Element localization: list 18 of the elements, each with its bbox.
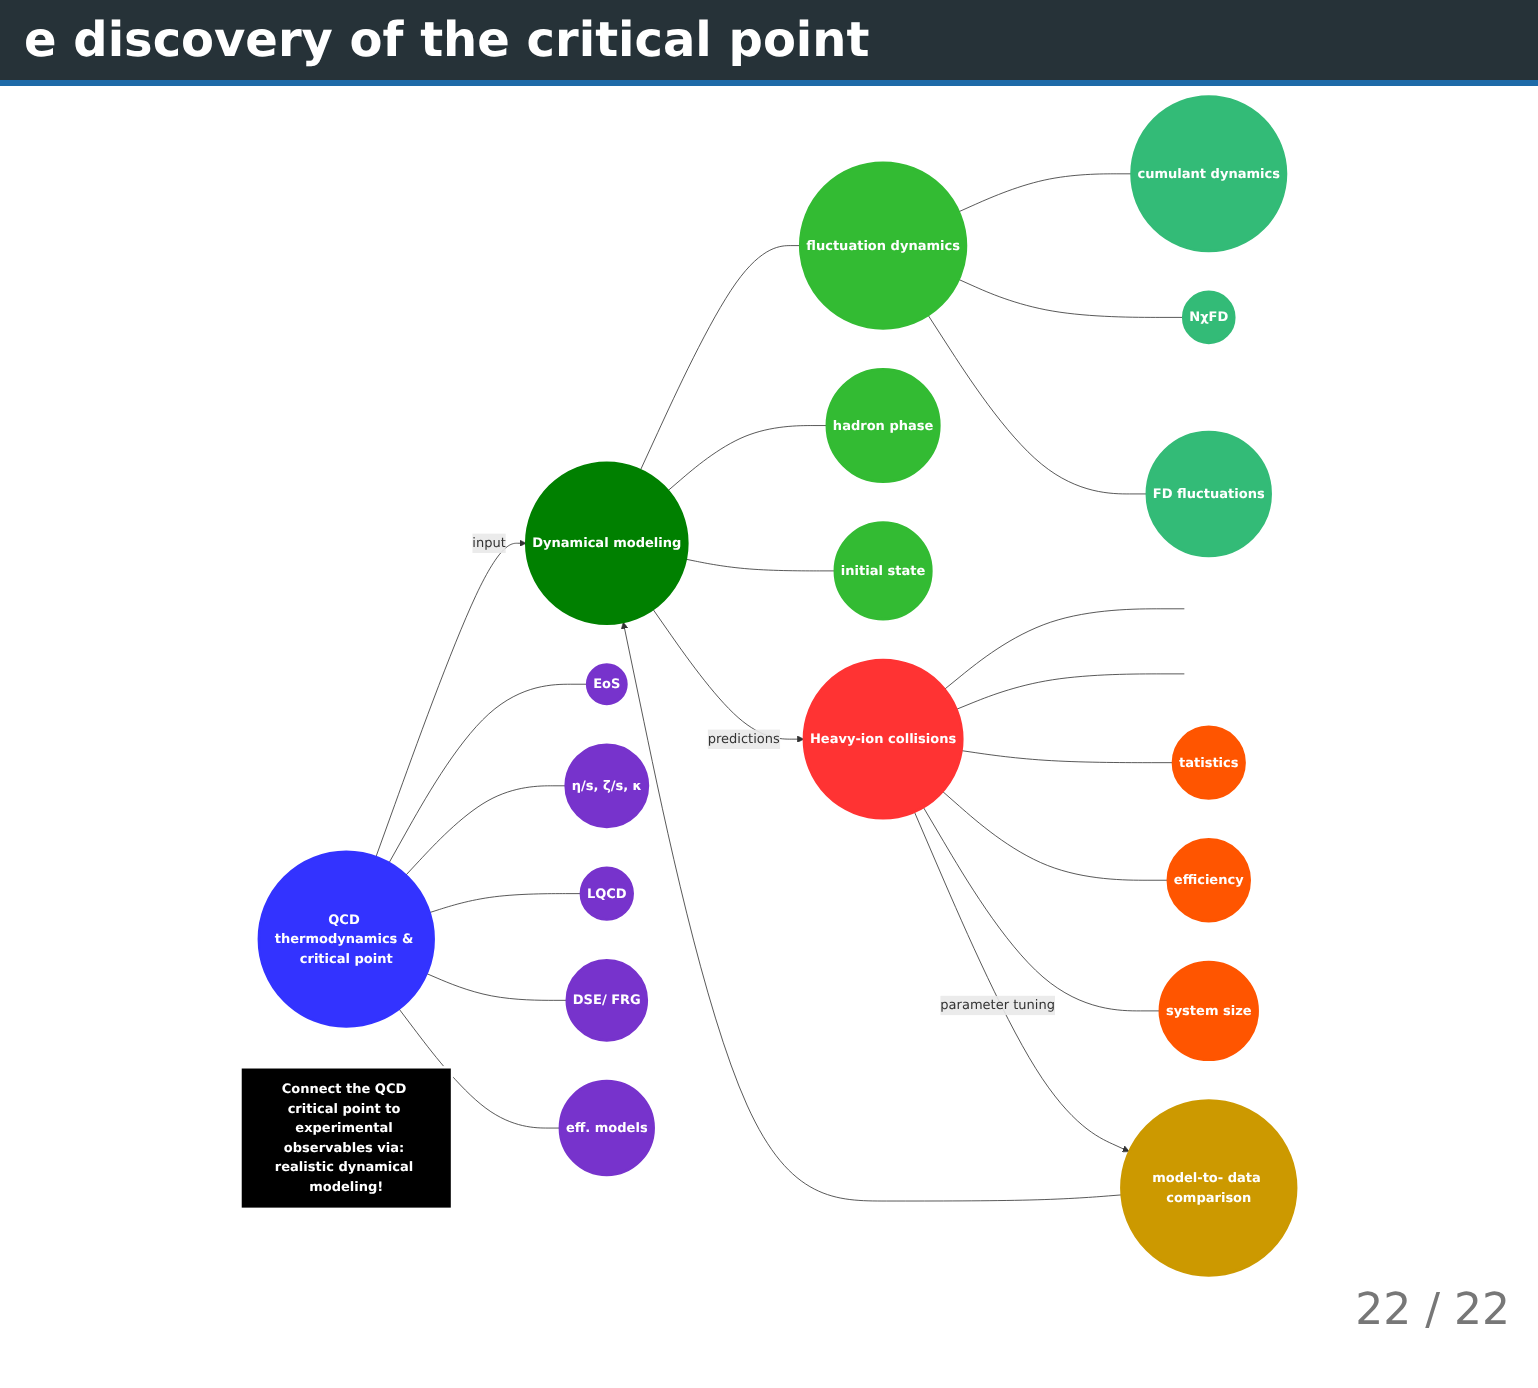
connector — [640, 245, 802, 471]
connector — [429, 893, 582, 913]
connector — [942, 791, 1169, 881]
connector — [961, 750, 1174, 764]
connector — [406, 785, 567, 876]
connector — [959, 173, 1133, 213]
connector — [668, 425, 828, 492]
connector — [686, 558, 836, 572]
slide-title: e discovery of the critical point — [0, 0, 1538, 86]
connector — [923, 806, 1161, 1012]
connector — [399, 1008, 561, 1129]
page-number: 22 / 22 — [1355, 1286, 1510, 1336]
connector — [389, 683, 589, 864]
connector — [956, 673, 1186, 710]
connector — [426, 973, 568, 1001]
connector — [944, 608, 1186, 690]
connector — [928, 314, 1148, 495]
connector — [959, 279, 1185, 318]
